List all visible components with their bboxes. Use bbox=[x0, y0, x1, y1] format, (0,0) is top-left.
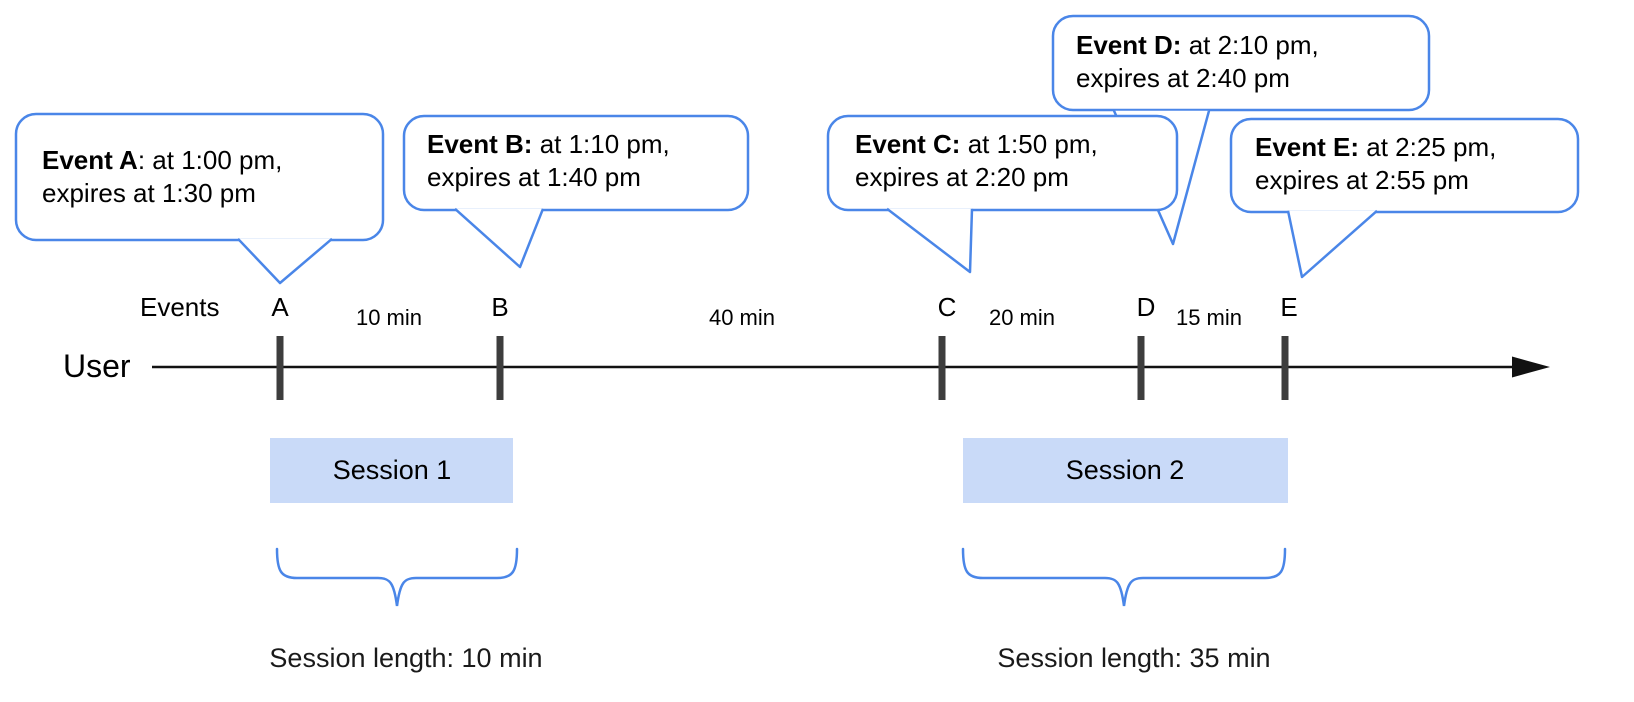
event-c-callout-text: Event C: at 1:50 pm, expires at 2:20 pm bbox=[855, 128, 1098, 194]
event-b-line2: expires at 1:40 pm bbox=[427, 162, 641, 192]
speech-bubble-event-a bbox=[14, 112, 385, 242]
speech-bubble-tail-event-c bbox=[886, 207, 974, 274]
tick-label-d: D bbox=[1136, 292, 1156, 322]
speech-bubble-tail-event-e bbox=[1286, 209, 1378, 279]
event-a-time: : at 1:00 pm, bbox=[137, 145, 283, 175]
gap-label-d-e: 15 min bbox=[1175, 305, 1243, 330]
event-a-line1: Event A: at 1:00 pm, bbox=[42, 144, 282, 177]
tick-label-c: C bbox=[937, 292, 957, 322]
event-d-line2: expires at 2:40 pm bbox=[1076, 63, 1290, 93]
event-e-line1: Event E: at 2:25 pm, bbox=[1255, 131, 1496, 164]
tick-label-a: A bbox=[271, 292, 289, 322]
event-a-title: Event A bbox=[42, 145, 138, 175]
user-row-label: User bbox=[63, 348, 131, 384]
timeline-arrowhead-icon bbox=[1512, 356, 1550, 378]
speech-bubble-tail-event-a bbox=[237, 237, 333, 285]
gap-label-a-b: 10 min bbox=[355, 305, 423, 330]
event-b-time: at 1:10 pm, bbox=[532, 129, 670, 159]
event-d-line1: Event D: at 2:10 pm, bbox=[1076, 29, 1319, 62]
event-d-time: at 2:10 pm, bbox=[1181, 30, 1319, 60]
event-c-title: Event C: bbox=[855, 129, 961, 159]
event-e-time: at 2:25 pm, bbox=[1359, 132, 1497, 162]
event-a-callout-text: Event A: at 1:00 pm, expires at 1:30 pm bbox=[42, 144, 282, 210]
tick-event-b bbox=[496, 336, 504, 400]
tick-label-b: B bbox=[491, 292, 509, 322]
event-e-callout-text: Event E: at 2:25 pm, expires at 2:55 pm bbox=[1255, 131, 1496, 197]
session-2-brace bbox=[961, 547, 1287, 607]
session-2-bar bbox=[963, 438, 1288, 503]
session-2-length-caption: Session length: 35 min bbox=[997, 643, 1271, 673]
event-a-line2: expires at 1:30 pm bbox=[42, 178, 256, 208]
gap-label-c-d: 20 min bbox=[988, 305, 1056, 330]
speech-bubble-event-e bbox=[1229, 117, 1580, 214]
tick-event-d bbox=[1137, 336, 1145, 400]
session-1-length-caption: Session length: 10 min bbox=[269, 643, 543, 673]
session-2-label: Session 2 bbox=[1065, 455, 1185, 485]
tick-event-c bbox=[938, 336, 946, 400]
event-c-line1: Event C: at 1:50 pm, bbox=[855, 128, 1098, 161]
event-e-line2: expires at 2:55 pm bbox=[1255, 165, 1469, 195]
gap-label-b-c: 40 min bbox=[708, 305, 776, 330]
event-d-title: Event D: bbox=[1076, 30, 1182, 60]
session-1-bar bbox=[270, 438, 513, 503]
event-d-callout-text: Event D: at 2:10 pm, expires at 2:40 pm bbox=[1076, 29, 1319, 95]
speech-bubble-event-b bbox=[402, 114, 750, 212]
speech-bubble-tail-event-b bbox=[454, 207, 545, 269]
session-1-brace bbox=[275, 547, 519, 607]
tick-label-e: E bbox=[1280, 292, 1298, 322]
tick-event-a bbox=[276, 336, 284, 400]
event-e-title: Event E: bbox=[1255, 132, 1360, 162]
events-row-label: Events bbox=[140, 292, 220, 322]
event-b-callout-text: Event B: at 1:10 pm, expires at 1:40 pm bbox=[427, 128, 670, 194]
event-c-time: at 1:50 pm, bbox=[960, 129, 1098, 159]
event-b-line1: Event B: at 1:10 pm, bbox=[427, 128, 670, 161]
tick-event-e bbox=[1281, 336, 1289, 400]
session-1-label: Session 1 bbox=[332, 455, 452, 485]
speech-bubble-event-d bbox=[1051, 14, 1431, 112]
speech-bubble-event-c bbox=[826, 114, 1179, 212]
event-b-title: Event B: bbox=[427, 129, 533, 159]
event-c-line2: expires at 2:20 pm bbox=[855, 162, 1069, 192]
